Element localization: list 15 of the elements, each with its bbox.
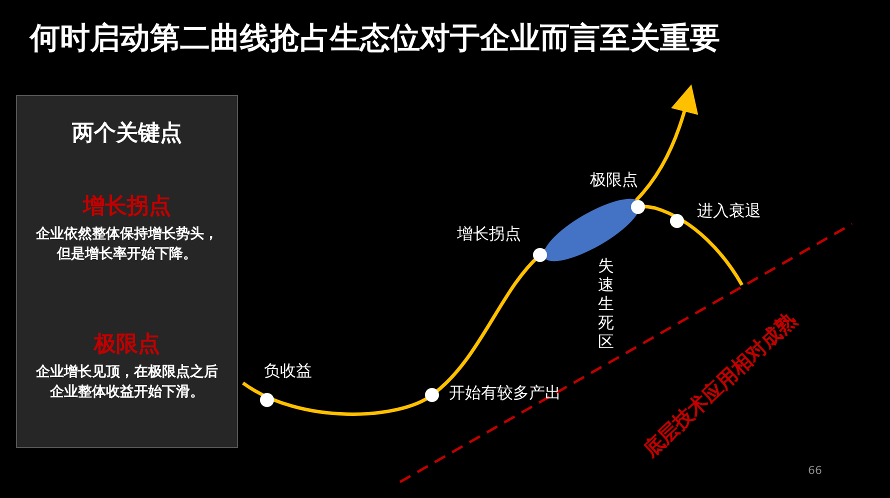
section-heading: 极限点 <box>92 331 161 359</box>
description-text: 企业依然整体保持增长势头，但是增长率开始下降。 <box>34 225 219 264</box>
section-heading: 增长拐点 <box>81 193 172 221</box>
panel-heading: 两个关键点 <box>71 120 183 148</box>
point-label: 开始有较多产出 <box>449 383 561 404</box>
description-text: 企业增长见顶，在极限点之后企业整体收益开始下滑。 <box>34 363 219 402</box>
point-label: 负收益 <box>264 361 312 382</box>
point-label: 增长拐点 <box>457 224 521 245</box>
zone-label: 失速生死区 <box>598 256 615 351</box>
point-label: 极限点 <box>590 170 638 191</box>
page-number: 66 <box>808 464 822 477</box>
title: 何时启动第二曲线抢占生态位对于企业而言至关重要 <box>30 20 720 58</box>
trend-label: 底层技术应用相对成熟 <box>638 306 802 464</box>
info-panel <box>16 95 238 448</box>
point-label: 进入衰退 <box>697 201 761 222</box>
